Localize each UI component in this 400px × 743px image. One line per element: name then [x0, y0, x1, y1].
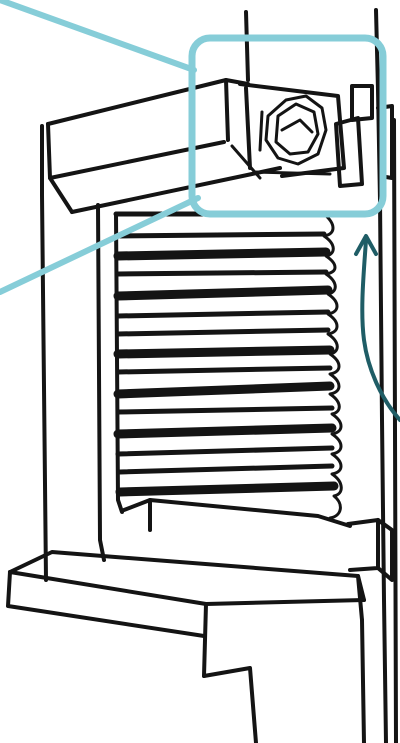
- roller-drum: [260, 96, 326, 164]
- callout-leader-top: [0, 0, 194, 70]
- left-wall-jamb: [42, 126, 104, 580]
- window-sill: [8, 500, 392, 676]
- lower-wall: [204, 620, 364, 743]
- roller-shutter-box: [48, 80, 344, 212]
- shutter-curtain: [116, 214, 341, 518]
